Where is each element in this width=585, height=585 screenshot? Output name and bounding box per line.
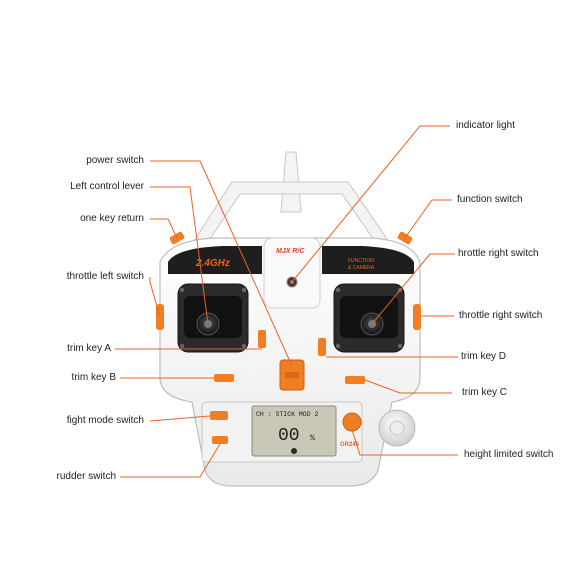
function-camera-label-2: & CAMERA: [348, 265, 375, 271]
trim-key-d[interactable]: [318, 338, 326, 356]
trim-key-a[interactable]: [258, 330, 266, 348]
label-trim-key-c: trim key C: [462, 387, 507, 398]
leader-function-switch: [404, 199, 452, 239]
model-label: GR245: [340, 442, 360, 448]
leader-lines: [115, 125, 458, 478]
label-left-control-lever: Left control lever: [70, 181, 144, 192]
label-throttle-right-switch: throttle right switch: [459, 310, 543, 321]
trim-key-c[interactable]: [345, 376, 365, 384]
leader-throttle-left-switch: [149, 277, 161, 318]
label-throttle-left-switch: throttle left switch: [66, 271, 144, 282]
lcd-mode-line: CH : STICK MOD 2: [256, 411, 319, 418]
leader-power-switch: [150, 160, 293, 367]
leader-indicator-light: [291, 125, 450, 283]
function-camera-label-1: FUNCTION: [348, 258, 374, 264]
leader-rudder-switch: [120, 443, 221, 478]
label-height-limited-switch: height limited switch: [464, 449, 554, 460]
leader-fight-mode-switch: [149, 415, 211, 422]
throttle-right-switch[interactable]: [413, 304, 421, 330]
lcd-value: 00: [278, 426, 300, 446]
label-trim-key-a: trim key A: [67, 343, 111, 354]
left-top-band: [168, 246, 262, 274]
leader-hrottle-right-switch: [371, 253, 455, 325]
lcd-bottom-button: [291, 448, 297, 454]
right-top-band: [322, 246, 414, 274]
label-one-key-return: one key return: [80, 213, 144, 224]
leader-left-control-lever: [150, 186, 209, 325]
label-rudder-switch: rudder switch: [56, 471, 116, 482]
leader-trim-key-c: [364, 379, 452, 394]
lcd-screen: [251, 405, 337, 457]
label-trim-key-d: trim key D: [461, 351, 506, 362]
label-function-switch: function switch: [457, 194, 523, 205]
label-hrottle-right-switch: hrottle right switch: [458, 248, 539, 259]
label-power-switch: power switch: [86, 155, 144, 166]
brand-logo: MJX R/C: [276, 248, 305, 255]
center-panel: [263, 237, 321, 309]
fight-mode-switch[interactable]: [210, 411, 228, 420]
label-fight-mode-switch: fight mode switch: [66, 415, 144, 426]
height-limited-switch[interactable]: [342, 412, 362, 432]
rudder-switch[interactable]: [212, 436, 228, 444]
lcd-unit: %: [310, 434, 315, 443]
trim-key-b[interactable]: [214, 374, 234, 382]
leader-one-key-return: [150, 218, 178, 239]
freq-label: 2.4GHz: [195, 258, 230, 269]
label-trim-key-b: trim key B: [71, 372, 116, 383]
label-indicator-light: indicator light: [456, 120, 515, 131]
leader-height-limited-switch: [351, 429, 458, 456]
